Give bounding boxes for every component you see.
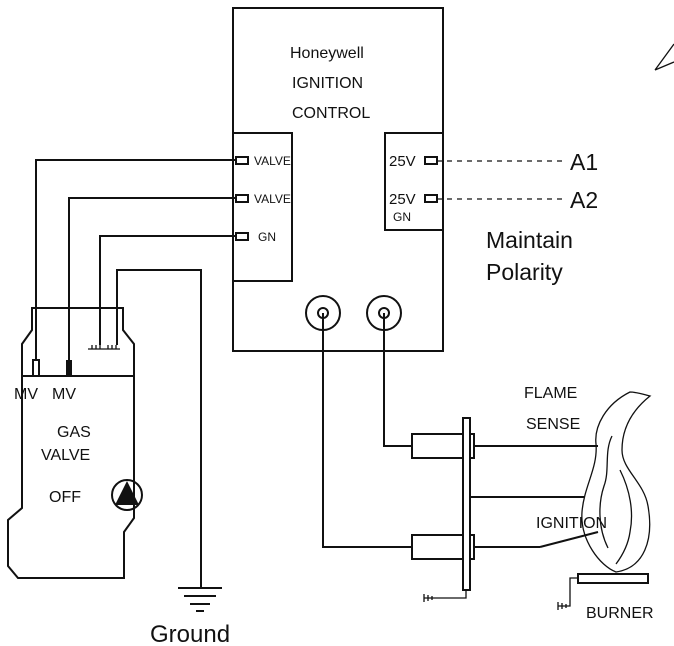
flame-sense-label-line2: SENSE xyxy=(526,416,580,433)
electrode-assembly xyxy=(411,417,599,602)
bracket-ground-icon xyxy=(423,590,467,602)
mounting-bracket xyxy=(462,417,471,591)
mv-terminal-1 xyxy=(32,359,40,377)
burner xyxy=(557,573,649,610)
burner-ground-icon xyxy=(557,577,578,610)
burner-label: BURNER xyxy=(586,605,654,622)
polarity-note-line2: Polarity xyxy=(486,259,563,285)
gas-valve: MV MV GAS VALVE OFF xyxy=(7,307,143,579)
flame-sense-label-line1: FLAME xyxy=(524,385,577,402)
ground-icon xyxy=(178,587,222,612)
terminal-label-25v-2: 25V xyxy=(389,191,416,208)
valve-off-label: OFF xyxy=(49,489,81,506)
terminal-label-25v-1: 25V xyxy=(389,153,416,170)
electrode-leads xyxy=(322,313,412,548)
mv-terminal-2 xyxy=(66,360,72,376)
valve-knob-icon xyxy=(111,479,143,511)
polarity-note-line1: Maintain xyxy=(486,227,573,253)
right-terminal-block xyxy=(384,132,444,231)
power-leads: A1 A2 Maintain Polarity xyxy=(437,149,598,285)
gas-valve-label-line1: GAS xyxy=(57,424,91,441)
ground-terminal xyxy=(88,345,120,350)
gas-valve-label-line2: VALVE xyxy=(41,447,90,464)
terminal-25v-2 xyxy=(424,194,438,203)
terminal-valve-2 xyxy=(235,194,249,203)
valve-wiring xyxy=(35,159,236,588)
warning-triangle-icon xyxy=(654,43,674,71)
supply-a2-label: A2 xyxy=(570,187,598,213)
terminal-label-gn-right: GN xyxy=(393,210,411,224)
terminal-25v-1 xyxy=(424,156,438,165)
ignition-control-module: Honeywell IGNITION CONTROL VALVE VALVE G… xyxy=(232,7,444,352)
mv-label-2: MV xyxy=(52,386,76,403)
terminal-valve-1 xyxy=(235,156,249,165)
terminal-label-gn: GN xyxy=(258,230,276,244)
terminal-label-valve-1: VALVE xyxy=(254,154,291,168)
ground-label: Ground xyxy=(150,621,230,646)
supply-a1-label: A1 xyxy=(570,149,598,175)
control-brand: Honeywell xyxy=(290,45,364,62)
terminal-gn xyxy=(235,232,249,241)
control-title-line2: CONTROL xyxy=(292,105,370,122)
terminal-label-valve-2: VALVE xyxy=(254,192,291,206)
mv-label-1: MV xyxy=(14,386,38,403)
control-title-line1: IGNITION xyxy=(292,75,363,92)
flame-icon xyxy=(581,391,652,573)
ignition-label: IGNITION xyxy=(536,515,607,532)
